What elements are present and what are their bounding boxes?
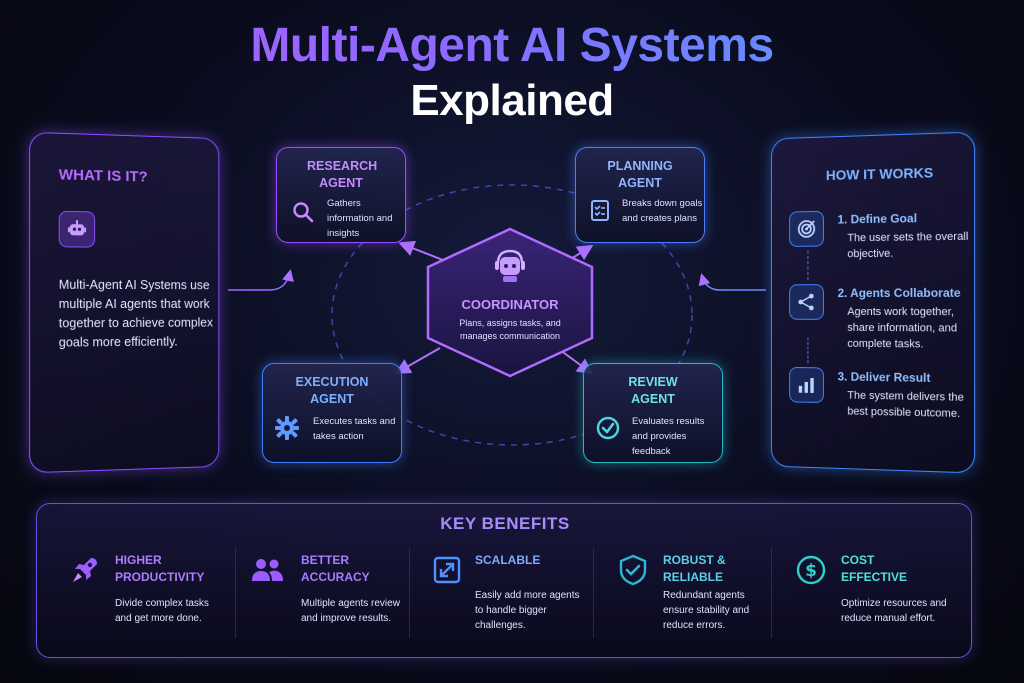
coordinator-title: COORDINATOR <box>420 297 600 312</box>
network-icon <box>789 284 824 320</box>
robot-icon <box>492 245 528 285</box>
benefit-robust-reliable: ROBUST & RELIABLE Redundant agents ensur… <box>615 548 785 644</box>
robot-icon <box>59 211 95 248</box>
dollar-icon: $ <box>793 552 829 588</box>
step-agents-collaborate: 2. Agents Collaborate Agents work togeth… <box>789 284 968 285</box>
step-title: 3. Deliver Result <box>838 370 931 385</box>
execution-agent-description: Executes tasks and takes action <box>313 414 399 444</box>
benefit-title: SCALABLE <box>475 552 540 569</box>
key-benefits-panel: KEY BENEFITS HIGHER PRODUCTIVITY Divide … <box>36 503 972 658</box>
benefit-higher-productivity: HIGHER PRODUCTIVITY Divide complex tasks… <box>67 548 227 644</box>
benefit-divider <box>593 548 594 638</box>
step-title: 2. Agents Collaborate <box>838 286 961 300</box>
benefit-description: Divide complex tasks and get more done. <box>115 596 227 626</box>
benefit-title: BETTER ACCURACY <box>301 552 401 586</box>
research-agent-card: RESEARCH AGENT Gathers information and i… <box>276 147 406 243</box>
what-is-it-panel: WHAT IS IT? Multi-Agent AI Systems use m… <box>29 132 219 474</box>
planning-agent-description: Breaks down goals and creates plans <box>622 196 704 226</box>
users-icon <box>249 552 285 588</box>
benefit-scalable: SCALABLE Easily add more agents to handl… <box>429 548 599 644</box>
step-title: 1. Define Goal <box>838 211 917 226</box>
benefit-description: Optimize resources and reduce manual eff… <box>841 596 953 626</box>
svg-text:$: $ <box>805 561 817 581</box>
benefit-cost-effective: $ COST EFFECTIVE Optimize resources and … <box>793 548 963 644</box>
coordinator-description: Plans, assigns tasks, and manages commun… <box>450 317 570 343</box>
bar-chart-icon <box>789 367 824 403</box>
search-icon <box>289 198 317 226</box>
benefit-description: Redundant agents ensure stability and re… <box>663 588 775 633</box>
benefit-description: Multiple agents review and improve resul… <box>301 596 413 626</box>
target-icon <box>789 211 824 247</box>
review-agent-title: REVIEW AGENT <box>584 374 722 408</box>
benefit-better-accuracy: BETTER ACCURACY Multiple agents review a… <box>249 548 419 644</box>
key-benefits-heading: KEY BENEFITS <box>37 514 973 534</box>
review-agent-description: Evaluates results and provides feedback <box>632 414 722 459</box>
step-define-goal: 1. Define Goal The user sets the overall… <box>789 208 968 211</box>
benefit-divider <box>409 548 410 638</box>
execution-agent-title: EXECUTION AGENT <box>263 374 401 408</box>
how-it-works-heading: HOW IT WORKS <box>826 164 933 183</box>
how-it-works-panel: HOW IT WORKS 1. Define Goal The user set… <box>771 131 975 473</box>
step-connector <box>807 251 808 281</box>
benefit-description: Easily add more agents to handle bigger … <box>475 588 587 633</box>
research-agent-title: RESEARCH AGENT <box>277 158 405 192</box>
benefit-divider <box>235 548 236 638</box>
link-right-panel <box>702 276 766 290</box>
step-deliver-result: 3. Deliver Result The system delivers th… <box>789 367 968 369</box>
benefit-title: ROBUST & RELIABLE <box>663 552 753 586</box>
step-description: Agents work together, share information,… <box>847 304 978 353</box>
review-agent-card: REVIEW AGENT Evaluates results and provi… <box>583 363 723 463</box>
coordinator-node: COORDINATOR Plans, assigns tasks, and ma… <box>420 225 600 380</box>
execution-agent-card: EXECUTION AGENT Executes tasks and takes… <box>262 363 402 463</box>
shield-check-icon <box>615 552 651 588</box>
what-is-it-description: Multi-Agent AI Systems use multiple AI a… <box>59 276 217 353</box>
what-is-it-heading: WHAT IS IT? <box>59 166 148 185</box>
expand-icon <box>429 552 465 588</box>
step-description: The system delivers the best possible ou… <box>847 388 978 423</box>
benefit-divider <box>771 548 772 638</box>
checklist-icon <box>586 196 614 224</box>
link-left-panel <box>228 272 290 290</box>
rocket-icon <box>67 552 103 588</box>
check-circle-icon <box>594 414 622 442</box>
step-connector <box>807 338 808 364</box>
step-description: The user sets the overall objective. <box>847 228 978 262</box>
benefit-title: COST EFFECTIVE <box>841 552 921 586</box>
gear-icon <box>273 414 301 442</box>
planning-agent-title: PLANNING AGENT <box>576 158 704 192</box>
benefit-title: HIGHER PRODUCTIVITY <box>115 552 215 586</box>
research-agent-description: Gathers information and insights <box>327 196 403 241</box>
